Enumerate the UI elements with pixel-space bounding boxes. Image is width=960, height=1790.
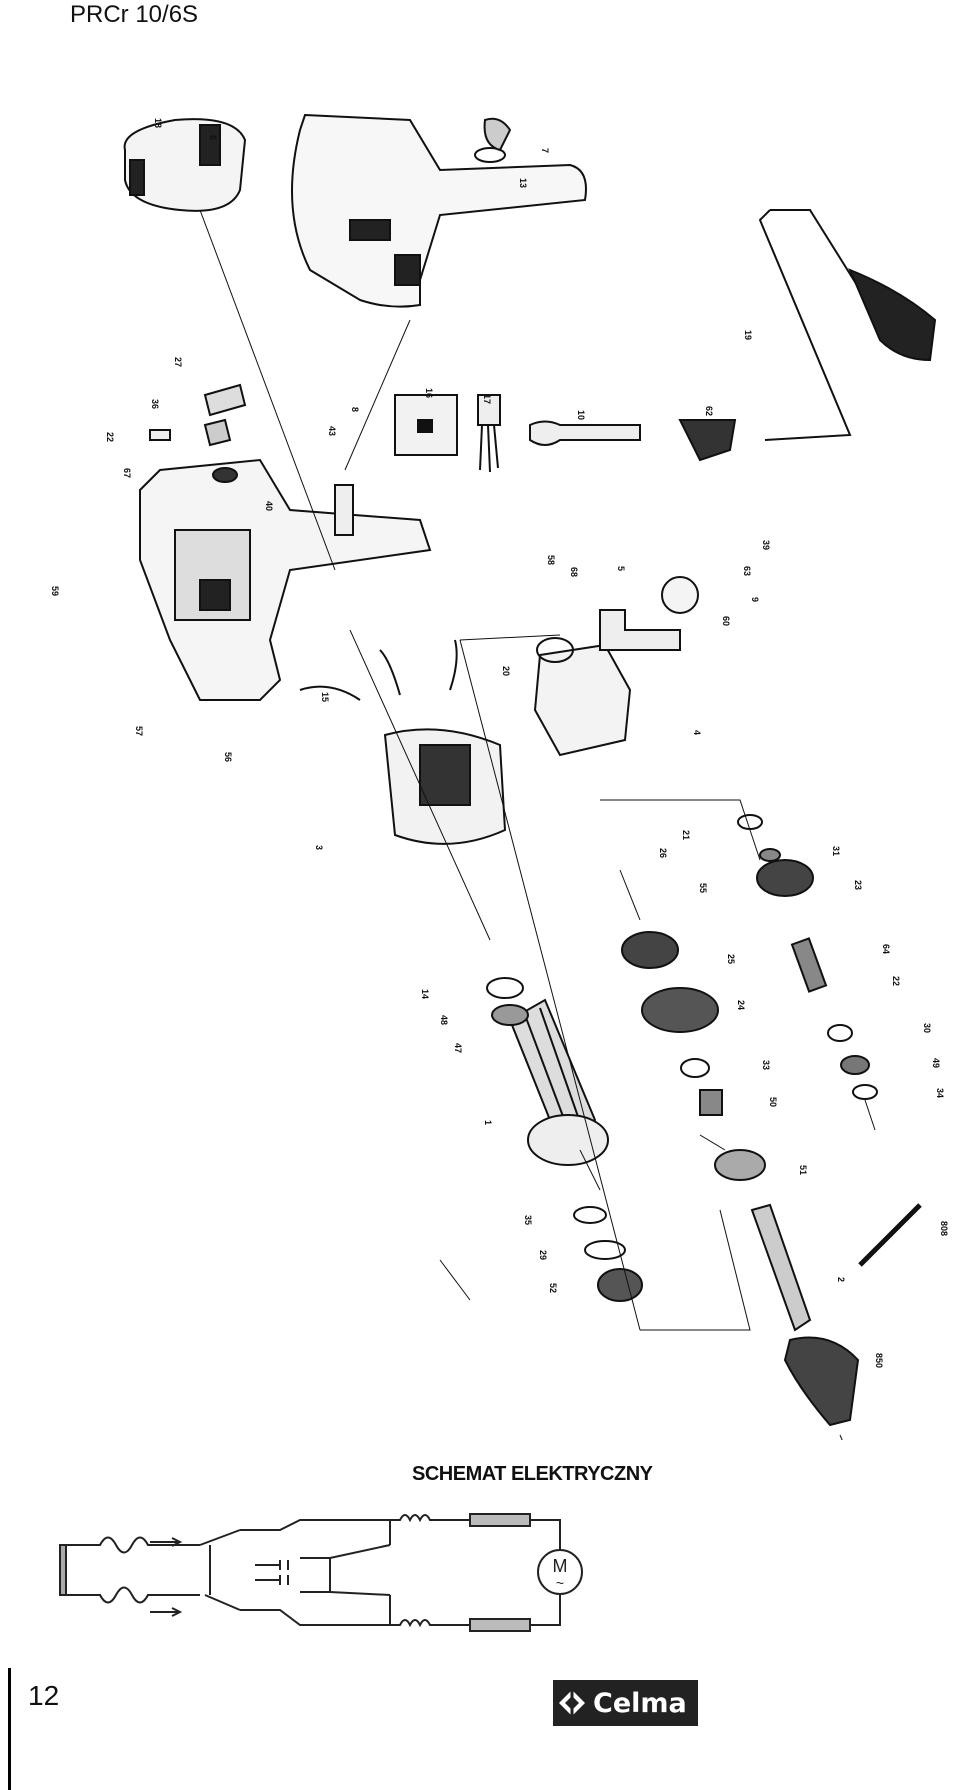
- celma-logo: Celma: [553, 1680, 698, 1726]
- part-label: 57: [134, 726, 144, 736]
- part-label: 3: [314, 845, 324, 850]
- part-label: 27: [173, 357, 183, 367]
- part-number-labels: 18 6 7 13 19 27 36 22 67 43 40 8 16 17 1…: [50, 118, 949, 1368]
- part-label: 52: [548, 1283, 558, 1293]
- part-label: 13: [518, 178, 528, 188]
- part-label: 9: [750, 597, 760, 602]
- part-label: 34: [935, 1088, 945, 1098]
- part-label: 15: [320, 692, 330, 702]
- part-label: 43: [327, 426, 337, 436]
- part-label: 36: [150, 399, 160, 409]
- part-label: 62: [704, 406, 714, 416]
- part-label: 8: [350, 407, 360, 412]
- celma-logo-diamond-icon: [553, 1680, 591, 1726]
- part-label: 55: [698, 883, 708, 893]
- page-header-model: PRCr 10/6S: [70, 1, 199, 28]
- part-label: 24: [736, 1000, 746, 1010]
- part-label: 26: [658, 848, 668, 858]
- motor-symbol-ac: ~: [556, 1575, 564, 1591]
- part-label: 19: [743, 330, 753, 340]
- part-label: 49: [931, 1058, 941, 1068]
- part-label: 31: [831, 846, 841, 856]
- part-label: 16: [424, 388, 434, 398]
- part-label: 59: [50, 586, 60, 596]
- part-label: 40: [264, 501, 274, 511]
- part-label: 60: [721, 616, 731, 626]
- part-label: 39: [761, 540, 771, 550]
- part-label: 22: [891, 976, 901, 986]
- part-label: 47: [453, 1043, 463, 1053]
- part-label: 22: [105, 432, 115, 442]
- part-label: 808: [939, 1221, 949, 1236]
- part-label: 17: [482, 394, 492, 404]
- part-label: 51: [798, 1165, 808, 1175]
- part-label: 64: [881, 944, 891, 954]
- part-label: 5: [616, 566, 626, 571]
- part-label: 2: [836, 1277, 846, 1282]
- part-label: 56: [223, 752, 233, 762]
- part-label: 10: [576, 410, 586, 420]
- part-label: 29: [538, 1250, 548, 1260]
- part-label: 63: [742, 566, 752, 576]
- part-drawings: [123, 113, 937, 1427]
- part-label: 35: [523, 1215, 533, 1225]
- part-label: 50: [768, 1097, 778, 1107]
- schematic-title: SCHEMAT ELEKTRYCZNY: [412, 1463, 653, 1485]
- part-label: 7: [540, 148, 550, 153]
- part-label: 58: [546, 555, 556, 565]
- assembly-lines: [199, 209, 876, 1440]
- page-margin-bar: [8, 1668, 11, 1790]
- part-label: 14: [420, 989, 430, 999]
- part-label: 4: [692, 730, 702, 735]
- part-label: 30: [922, 1023, 932, 1033]
- part-label: 48: [439, 1015, 449, 1025]
- exploded-view-diagram: 18 6 7 13 19 27 36 22 67 43 40 8 16 17 1…: [50, 113, 949, 1440]
- part-label: 67: [122, 468, 132, 478]
- part-label: 21: [681, 830, 691, 840]
- electrical-schematic: M ~: [59, 1513, 583, 1632]
- part-label: 33: [761, 1060, 771, 1070]
- motor-symbol-letter: M: [553, 1556, 568, 1576]
- logo-text: Celma: [593, 1687, 687, 1719]
- part-label: 23: [853, 880, 863, 890]
- page-number: 12: [28, 1680, 60, 1711]
- part-label: 25: [726, 954, 736, 964]
- part-label: 20: [501, 666, 511, 676]
- part-label: 1: [483, 1120, 493, 1125]
- part-label: 6: [208, 135, 218, 140]
- part-label: 850: [874, 1353, 884, 1368]
- part-label: 18: [153, 118, 163, 128]
- part-label: 68: [569, 567, 579, 577]
